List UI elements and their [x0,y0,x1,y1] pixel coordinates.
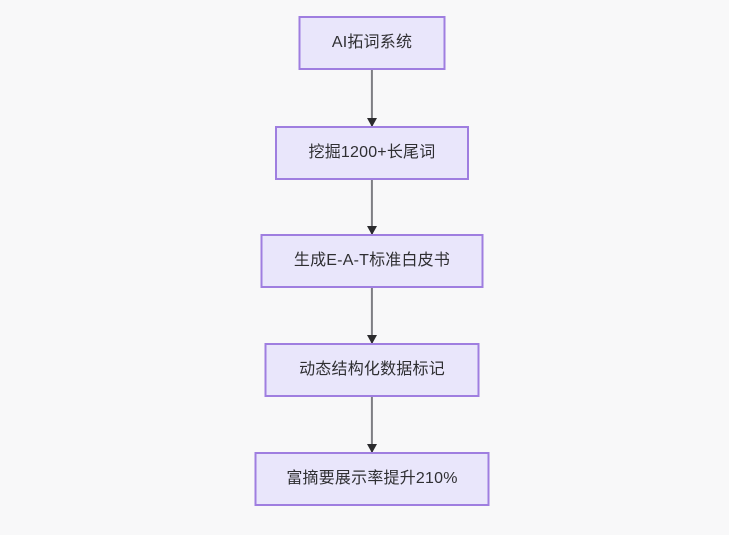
flow-node-n4[interactable]: 动态结构化数据标记 [264,343,480,397]
flow-node-n1[interactable]: AI拓词系统 [298,16,446,70]
flow-node-label: 动态结构化数据标记 [299,361,445,378]
edge-line [370,397,374,452]
arrowhead-icon [367,226,377,235]
edge-line [370,70,374,126]
flow-node-label: 生成E-A-T标准白皮书 [293,252,451,269]
edge-n2-n3 [365,180,379,235]
arrowhead-icon [367,335,377,344]
edge-n1-n2 [365,70,379,127]
edge-n3-n4 [365,288,379,344]
flow-node-n3[interactable]: 生成E-A-T标准白皮书 [260,234,484,288]
arrowhead-icon [367,118,377,127]
edge-line [370,180,374,234]
edge-n4-n5 [365,397,379,453]
flow-node-n2[interactable]: 挖掘1200+长尾词 [275,126,469,180]
flow-node-label: 挖掘1200+长尾词 [308,144,436,161]
arrowhead-icon [367,444,377,453]
flow-node-label: 富摘要展示率提升210% [286,470,458,487]
edge-line [370,288,374,343]
flow-node-label: AI拓词系统 [331,34,413,51]
flow-node-n5[interactable]: 富摘要展示率提升210% [254,452,490,506]
